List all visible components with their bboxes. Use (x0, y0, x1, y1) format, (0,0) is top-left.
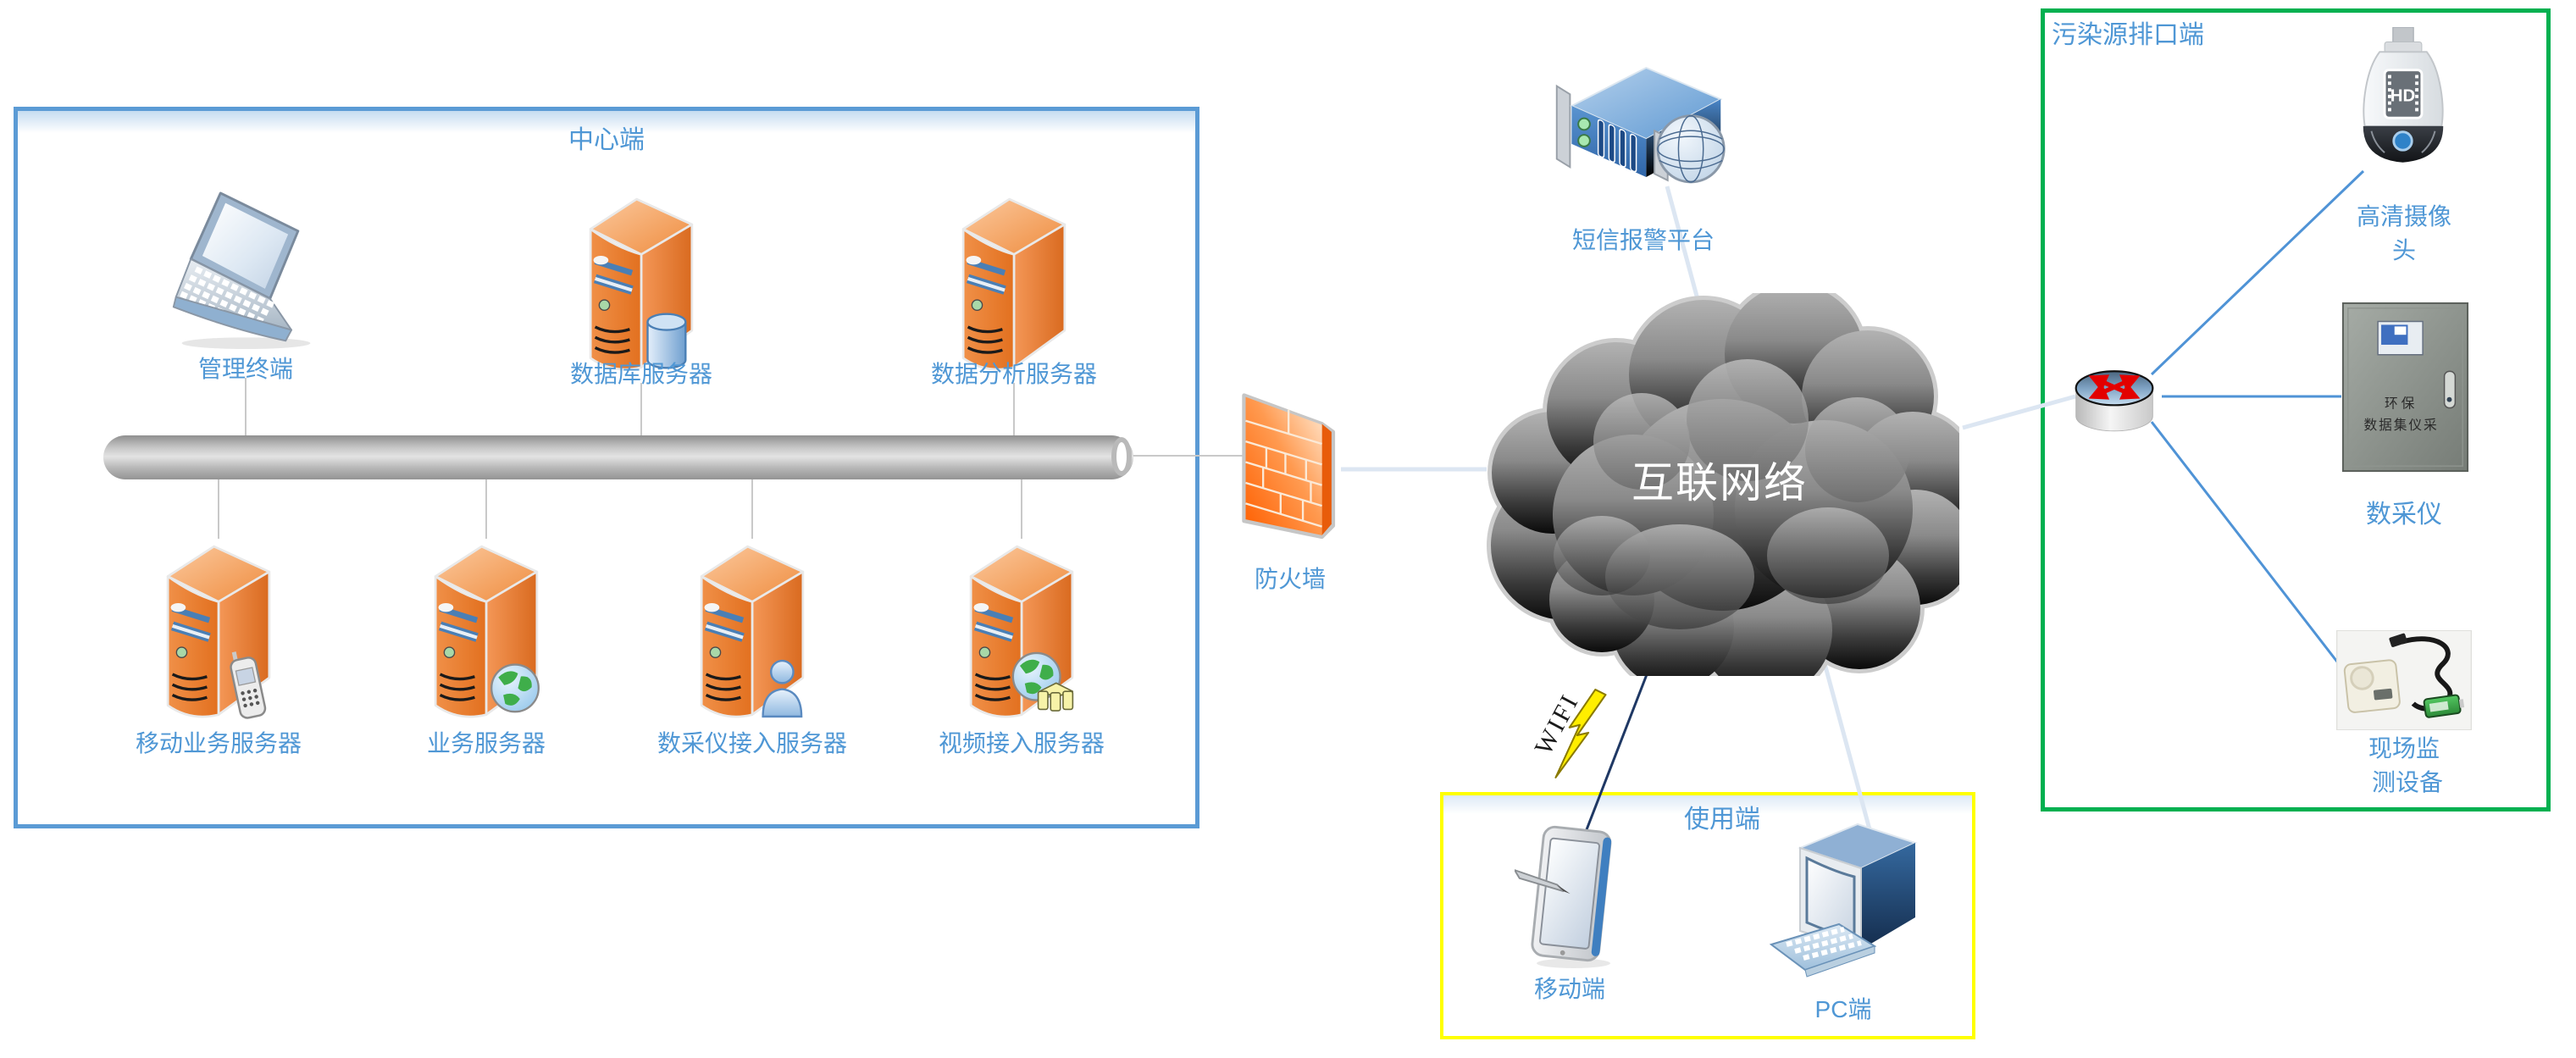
collector-access-server-icon[interactable] (695, 537, 810, 726)
label-management-terminal: 管理终端 (197, 356, 294, 382)
analysis-server-icon[interactable] (956, 190, 1072, 379)
field-monitor-icon[interactable] (2335, 629, 2473, 734)
label-video-access-server: 视频接入服务器 (938, 730, 1105, 756)
label-sms-platform: 短信报警平台 (1571, 227, 1715, 253)
connector-cloud-mobile (1578, 650, 1658, 848)
label-pc-client: PC端 (1814, 996, 1872, 1022)
cabinet-text-line2: 数据集仪采 (2363, 418, 2438, 433)
label-mobile-business-server: 移动业务服务器 (135, 730, 302, 756)
mobile-client-icon[interactable] (1512, 822, 1633, 975)
connector-router-camera (2150, 169, 2365, 376)
business-server-icon[interactable] (429, 537, 544, 726)
label-hd-camera-line1: 高清摄像 (2356, 203, 2452, 230)
cabinet-text-line1: 环保 (2385, 396, 2418, 412)
group-box-center (14, 107, 1199, 828)
label-data-collector: 数采仪 (2366, 501, 2442, 529)
network-bus[interactable] (103, 435, 1133, 479)
group-title-center: 中心端 (568, 126, 645, 154)
group-title-user: 使用端 (1684, 806, 1760, 834)
connector-cloud-pc (1814, 634, 1875, 839)
label-firewall: 防火墙 (1254, 566, 1327, 592)
label-business-server: 业务服务器 (426, 730, 546, 756)
laptop-shadow (181, 337, 311, 349)
label-mobile-client: 移动端 (1533, 976, 1606, 1002)
group-box-pollution (2041, 8, 2551, 812)
connector-router-device (2150, 421, 2350, 677)
label-field-monitor-line2: 测设备 (2371, 769, 2444, 795)
mobile-business-server-icon[interactable] (161, 537, 276, 726)
wifi-bolt-icon[interactable] (1548, 688, 1615, 787)
label-hd-camera-line2: 头 (2391, 237, 2417, 263)
label-collector-access-server: 数采仪接入服务器 (656, 730, 848, 756)
data-collector-icon[interactable]: 环保 数据集仪采 (2340, 300, 2471, 479)
internet-cloud[interactable] (1468, 280, 1978, 701)
internet-label: 互联网络 (1631, 459, 1808, 507)
connector-cloud-router (1962, 394, 2076, 430)
sms-platform-icon[interactable] (1548, 58, 1731, 193)
label-database-server: 数据库服务器 (569, 361, 713, 387)
connector-sms-cloud (1665, 186, 1703, 313)
hd-camera-icon[interactable]: HD (2352, 26, 2455, 192)
database-server-icon[interactable] (584, 190, 699, 379)
label-analysis-server: 数据分析服务器 (930, 361, 1098, 387)
label-field-monitor-line1: 现场监 (2368, 735, 2440, 762)
management-terminal-icon[interactable] (168, 190, 324, 355)
network-bus-endcap (1111, 437, 1132, 476)
firewall-icon[interactable] (1239, 385, 1343, 557)
group-box-user (1440, 792, 1975, 1039)
pc-client-icon[interactable] (1764, 817, 1933, 991)
hd-badge: HD (2390, 86, 2416, 106)
group-title-pollution: 污染源排口端 (2052, 21, 2204, 49)
cloud-inner-puffs (1554, 359, 1910, 629)
router-icon[interactable] (2063, 342, 2166, 453)
video-access-server-icon[interactable] (964, 537, 1079, 726)
